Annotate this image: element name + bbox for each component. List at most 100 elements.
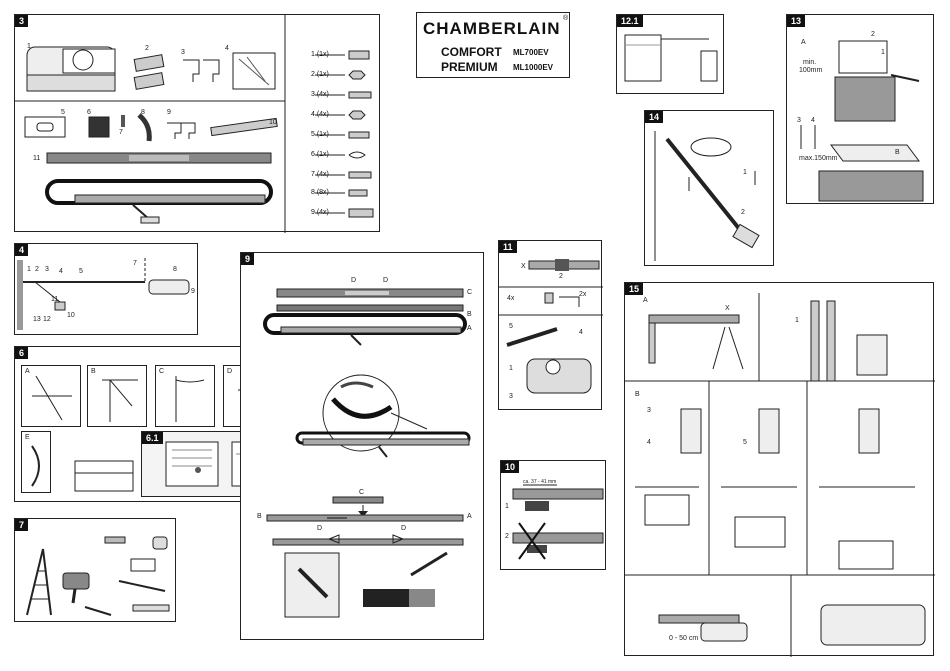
- callout: 5: [79, 268, 83, 275]
- parts-list-item: 4 (4x): [311, 111, 329, 118]
- callout: 1: [881, 49, 885, 56]
- callout: A: [801, 39, 806, 46]
- callout: D: [383, 277, 389, 284]
- step-14-panel: 14 1 2: [644, 110, 774, 266]
- callout: 4: [647, 439, 651, 446]
- door-type-a: A: [21, 365, 81, 427]
- callout: 4: [59, 268, 63, 275]
- sectional-door-sketch: [74, 460, 134, 492]
- callout: 3: [797, 117, 801, 124]
- door-type-label: E: [25, 434, 30, 441]
- door-type-label: D: [227, 368, 233, 375]
- header-bracket-illustration: [800, 40, 924, 202]
- door-type-c: C: [155, 365, 215, 427]
- step-number: 7: [15, 519, 29, 531]
- step-4-panel: 4 1 2 3 4 5 7 8 9 10 11 12 13: [14, 243, 198, 335]
- model-name-comfort: COMFORT: [441, 45, 502, 59]
- measurement-label: ca. 37 - 41 mm: [523, 479, 557, 485]
- callout: C: [467, 289, 473, 296]
- model-name-premium: PREMIUM: [441, 60, 498, 74]
- callout: 2: [871, 31, 875, 38]
- door-type-label: B: [91, 368, 96, 375]
- callout: A: [643, 297, 648, 304]
- registered-mark: ®: [563, 15, 569, 22]
- callout: 9: [191, 288, 195, 295]
- part-label: 10: [269, 119, 277, 126]
- step-7-panel: 7: [14, 518, 176, 622]
- callout: 5: [509, 323, 513, 330]
- parts-list-item: 9 (4x): [311, 209, 329, 216]
- callout: D: [401, 525, 407, 532]
- part-label: 8: [141, 109, 145, 116]
- step-3-panel: 3: [14, 14, 380, 233]
- callout: 3: [647, 407, 651, 414]
- quantity-label: 4x: [507, 295, 515, 302]
- limit-adjustment-illustration: [512, 484, 604, 560]
- brand-logo: CHAMBERLAIN: [423, 19, 561, 38]
- door-type-label: C: [159, 368, 165, 375]
- callout: 7: [133, 260, 137, 267]
- step-number: 10: [501, 461, 520, 473]
- callout: 1: [795, 317, 799, 324]
- step-number: 6.1: [142, 432, 163, 444]
- callout: 3: [45, 266, 49, 273]
- callout: 8: [173, 266, 177, 273]
- quantity-label: 2x: [579, 291, 587, 298]
- step-12-1-panel: 12.1: [616, 14, 724, 94]
- dimension-label: 0 - 50 cm: [669, 635, 699, 642]
- model-code-premium: ML1000EV: [513, 63, 554, 72]
- dimension-label: 100mm: [799, 67, 823, 74]
- callout: X: [521, 263, 526, 270]
- part-label: 7: [119, 129, 123, 136]
- step-number: 6: [15, 347, 29, 359]
- callout: D: [351, 277, 357, 284]
- door-type-b: B: [87, 365, 147, 427]
- title-box: CHAMBERLAIN ® COMFORT ML700EV PREMIUM ML…: [416, 12, 570, 78]
- garage-interior-sketch: [624, 34, 718, 82]
- callout: B: [257, 513, 262, 520]
- dimension-label: max.150mm: [799, 155, 838, 162]
- callout: B: [467, 311, 472, 318]
- callout: 2: [559, 273, 563, 280]
- rail-lift-illustration: [654, 131, 760, 261]
- parts-list-item: 2 (1x): [311, 71, 329, 78]
- part-label: 4: [225, 45, 229, 52]
- step-number: 9: [241, 253, 255, 265]
- callout: 4: [811, 117, 815, 124]
- step-number: 3: [15, 15, 29, 27]
- callout: 12: [43, 316, 51, 323]
- callout: D: [317, 525, 323, 532]
- step-number: 11: [499, 241, 517, 253]
- parts-illustration: [15, 15, 374, 233]
- step-number: 15: [625, 283, 644, 295]
- part-label: 9: [167, 109, 171, 116]
- parts-list-item: 1 (1x): [311, 51, 329, 58]
- part-label: 5: [61, 109, 65, 116]
- callout: 2: [35, 266, 39, 273]
- parts-list-item: 8 (8x): [311, 189, 329, 196]
- callout: 2: [741, 209, 745, 216]
- step-15-panel: 15 A X 1 B 3 4 5 0 - 50 cm: [624, 282, 935, 657]
- parts-list-item: 5 (1x): [311, 131, 329, 138]
- part-label: 1: [27, 43, 31, 50]
- callout: 13: [33, 316, 41, 323]
- callout: C: [359, 489, 365, 496]
- step-number: 12.1: [617, 15, 643, 27]
- door-type-e: E: [21, 431, 51, 493]
- installation-overview: [17, 258, 190, 330]
- parts-list-item: 3 (4x): [311, 91, 329, 98]
- callout: 11: [51, 296, 59, 303]
- opener-mount-illustration: [499, 259, 603, 394]
- callout: 3: [509, 393, 513, 400]
- callout: A: [467, 325, 472, 332]
- callout: A: [467, 513, 472, 520]
- step-11-panel: 11 X 2 4x 2x 5 4 1 3: [498, 240, 603, 410]
- callout: 1: [743, 169, 747, 176]
- callout: 1: [505, 503, 509, 510]
- parts-list-item: 7 (4x): [311, 171, 329, 178]
- callout: 1: [27, 266, 31, 273]
- step-number: 14: [645, 111, 664, 123]
- callout: 10: [67, 312, 75, 319]
- step-9-panel: 9 D D C B A B A C D D: [240, 252, 484, 640]
- callout: 1: [509, 365, 513, 372]
